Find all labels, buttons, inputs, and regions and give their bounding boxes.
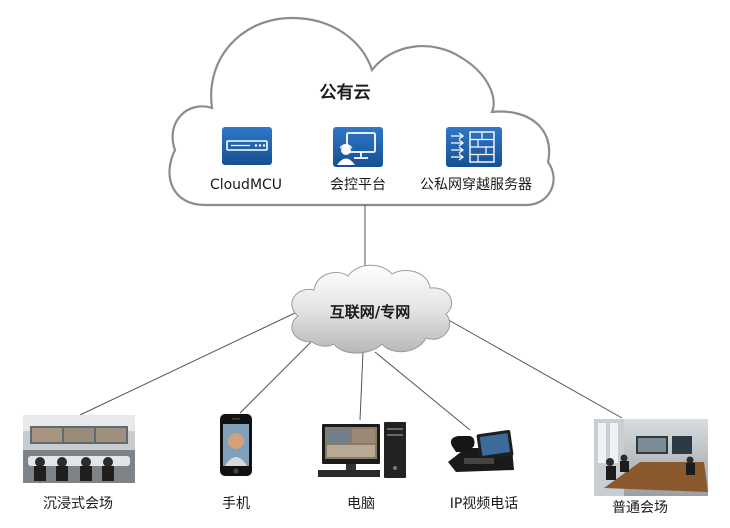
endpoint-meeting-room: 普通会场	[594, 419, 708, 516]
endpoint-label-ip-video-phone: IP视频电话	[450, 496, 519, 512]
line-meeting-room	[444, 317, 623, 419]
endpoint-label-mobile-phone: 手机	[222, 496, 250, 512]
endpoint-immersive-room: 沉浸式会场	[23, 415, 135, 512]
endpoint-label-desktop-computer: 电脑	[347, 496, 375, 512]
network-cloud: 互联网/专网	[291, 264, 452, 354]
network-label: 互联网/专网	[330, 303, 410, 321]
line-immersive-room	[79, 312, 296, 416]
endpoint-ip-video-phone: IP视频电话	[448, 430, 518, 512]
service-traversal-server: 公私网穿越服务器	[420, 127, 532, 193]
service-label-cloudmcu: CloudMCU	[210, 177, 282, 193]
endpoint-label-meeting-room: 普通会场	[612, 500, 668, 516]
traversal-server-icon	[446, 127, 502, 167]
immersive-room-photo	[23, 415, 135, 483]
service-conference-control: 会控平台	[330, 127, 386, 193]
conference-control-icon	[333, 127, 383, 167]
connection-lines	[79, 205, 623, 431]
endpoint-label-immersive-room: 沉浸式会场	[43, 496, 113, 512]
cloud-title: 公有云	[320, 82, 371, 103]
service-cloudmcu: CloudMCU	[210, 127, 282, 193]
service-label-conference-control: 会控平台	[330, 177, 386, 193]
endpoint-mobile-phone: 手机	[220, 414, 252, 512]
line-ip-video-phone	[374, 351, 471, 431]
service-label-traversal-server: 公私网穿越服务器	[420, 177, 532, 193]
line-desktop-computer	[359, 351, 364, 421]
line-mobile-phone	[239, 337, 316, 414]
desktop-computer-photo	[318, 422, 406, 478]
mobile-phone-photo	[220, 414, 252, 476]
mcu-server-icon	[222, 127, 272, 165]
ip-video-phone-photo	[448, 430, 514, 472]
network-cloud-shape	[291, 264, 452, 354]
meeting-room-photo	[594, 419, 708, 496]
endpoint-desktop-computer: 电脑	[318, 422, 406, 512]
